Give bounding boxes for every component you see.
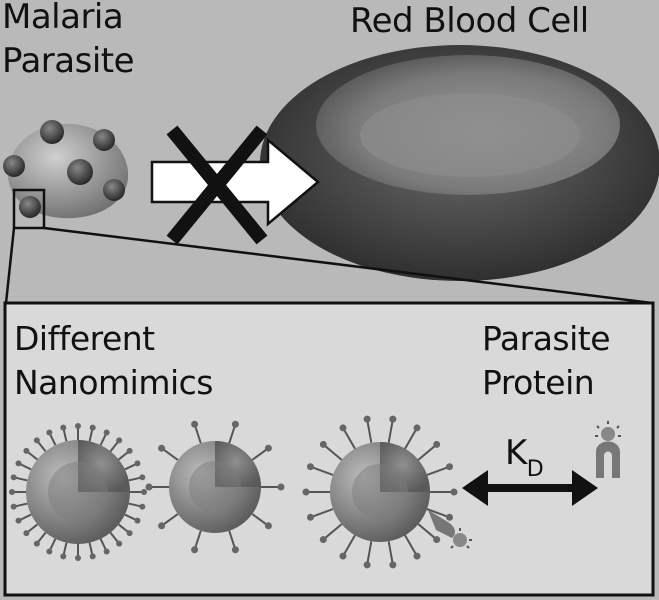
zoom-box [12, 188, 46, 230]
malaria-parasite-icon [3, 120, 129, 219]
ligand-spike [322, 443, 343, 461]
kd-double-arrow [462, 470, 598, 506]
ligand-head [116, 540, 123, 547]
ligand-head [231, 420, 239, 428]
ligand-head [264, 522, 272, 530]
ligand-spike [366, 418, 373, 443]
red-blood-cell-label: Red Blood Cell [350, 1, 589, 41]
blocked-arrow-icon [150, 125, 320, 245]
ligand-spike [417, 523, 438, 541]
ligand-head [23, 530, 30, 537]
ligand-head [33, 540, 40, 547]
ligand-head [9, 489, 15, 495]
ligand-head [145, 483, 153, 491]
ligand-head [413, 552, 421, 560]
ligand-head [10, 474, 17, 481]
parasite-protein-label-line2: Protein [482, 363, 595, 402]
ligand-head [306, 463, 314, 471]
ligand-spike [387, 541, 394, 566]
nanomimic-sphere-icon [9, 423, 147, 561]
kd-label: KD [505, 433, 544, 482]
ligand-head [339, 424, 347, 432]
ligand-head [319, 440, 327, 448]
red-blood-cell-icon [260, 45, 659, 281]
ligand-spike [322, 523, 343, 541]
ligand-head [23, 447, 30, 454]
ligand-head [446, 463, 454, 471]
ligand-head [433, 536, 441, 544]
ligand-spike [404, 534, 418, 557]
ligand-head [126, 530, 133, 537]
ligand-head [103, 429, 110, 436]
ligand-head [116, 437, 123, 444]
ligand-head [46, 548, 53, 555]
ligand-head [277, 483, 285, 491]
nanomimic-sphere-icon [302, 415, 458, 569]
nanomimic-sphere-icon [145, 420, 285, 554]
ligand-head [46, 429, 53, 436]
ligand-spike [426, 465, 450, 476]
ligand-head [141, 489, 147, 495]
ligand-head [264, 444, 272, 452]
ligand-head [126, 447, 133, 454]
zoom-line-right [43, 226, 653, 305]
ligand-spike [404, 427, 418, 450]
ligand-head [363, 561, 371, 569]
parasite-protein-label-line1: Parasite [482, 319, 611, 358]
ligand-head [433, 440, 441, 448]
ligand-head [158, 522, 166, 530]
ligand-head [389, 415, 397, 423]
ligand-head [89, 424, 96, 431]
bound-protein-icon [428, 510, 472, 549]
ligand-head [319, 536, 327, 544]
ligand-spike [310, 465, 334, 476]
zoom-line-left [4, 227, 16, 304]
ligand-head [75, 555, 81, 561]
ligand-head [339, 552, 347, 560]
ligand-spike [342, 534, 356, 557]
ligand-spike [417, 443, 438, 461]
ligand-head [15, 517, 22, 524]
ligand-head [231, 546, 239, 554]
ligand-head [389, 561, 397, 569]
ligand-head [450, 488, 458, 496]
kd-main: K [505, 433, 527, 473]
ligand-spike [310, 508, 334, 519]
ligand-spike [426, 508, 450, 519]
ligand-head [33, 437, 40, 444]
ligand-head [75, 423, 81, 429]
ligand-head [363, 415, 371, 423]
ligand-head [89, 553, 96, 560]
ligand-head [413, 424, 421, 432]
ligand-head [60, 424, 67, 431]
nanomimics-label-line2: Nanomimics [14, 363, 213, 402]
ligand-spike [387, 418, 394, 443]
ligand-head [134, 460, 141, 467]
ligand-head [158, 444, 166, 452]
ligand-head [446, 513, 454, 521]
ligand-head [103, 548, 110, 555]
ligand-head [191, 420, 199, 428]
malaria-parasite-label-line1: Malaria [2, 0, 124, 37]
ligand-head [306, 513, 314, 521]
kd-subscript: D [526, 457, 544, 482]
ligand-head [60, 553, 67, 560]
ligand-head [15, 460, 22, 467]
ligand-spike [342, 427, 356, 450]
ligand-head [139, 503, 146, 510]
malaria-parasite-label-line2: Parasite [2, 41, 135, 81]
ligand-head [10, 503, 17, 510]
ligand-head [302, 488, 310, 496]
nanomimics-label-line1: Different [14, 319, 155, 358]
ligand-spike [366, 541, 373, 566]
ligand-head [191, 546, 199, 554]
parasite-protein-icon [595, 421, 621, 478]
ligand-head [134, 517, 141, 524]
ligand-head [139, 474, 146, 481]
